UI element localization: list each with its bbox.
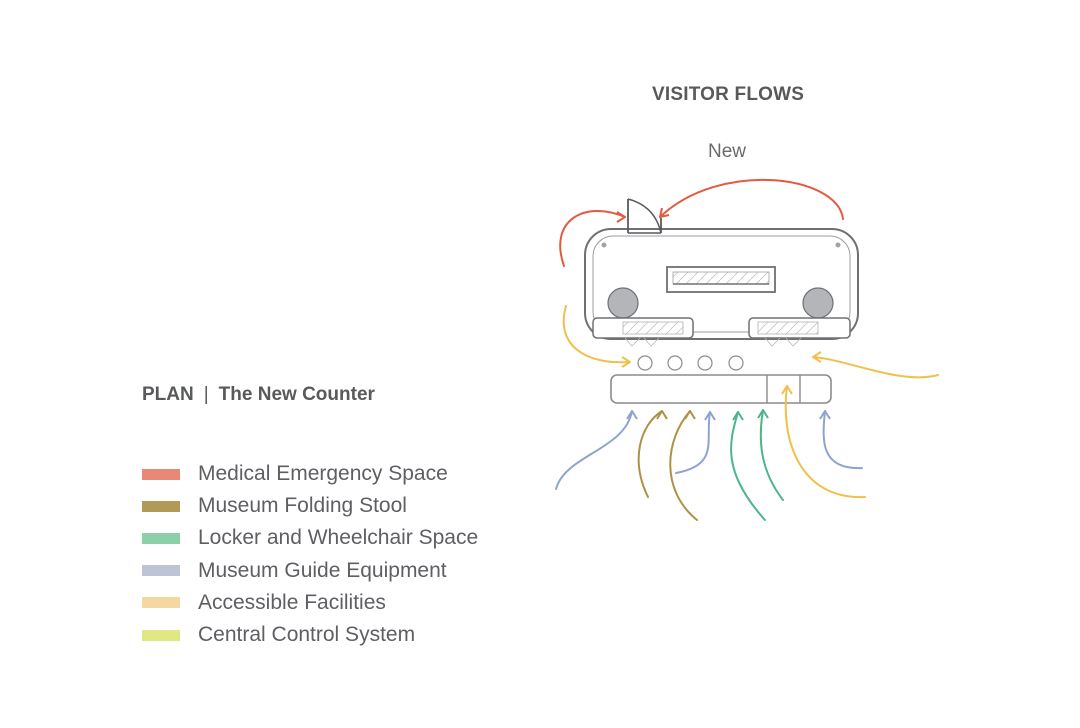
central-drawer: [666, 266, 776, 293]
legend-swatch: [142, 500, 180, 512]
arrowhead-icon: [819, 410, 831, 420]
legend-swatch: [142, 597, 180, 609]
stool-circle-icon: [637, 355, 653, 371]
visitor-flows-title: VISITOR FLOWS: [652, 84, 805, 105]
legend-item-locker-wheelchair: Locker and Wheelchair Space: [142, 522, 478, 554]
accessible-flow-arrow: [784, 385, 866, 499]
legend-label: Accessible Facilities: [198, 590, 386, 614]
front-desk: [610, 374, 832, 404]
counter-body: [584, 228, 859, 340]
plan-separator: |: [203, 384, 209, 405]
legend-label: Medical Emergency Space: [198, 462, 448, 486]
stool-flow-arrow: [637, 410, 663, 498]
flow-arrows: [555, 178, 939, 521]
arrowhead-icon: [732, 411, 744, 421]
stool-circle-icon: [667, 355, 683, 371]
folding-stool-icon: [757, 321, 819, 335]
plan-title: PLAN | The New Counter: [142, 384, 375, 406]
plan-label: PLAN: [142, 384, 194, 405]
legend-swatch: [142, 565, 180, 577]
legend-item-guide-equipment: Museum Guide Equipment: [142, 555, 478, 587]
legend-label: Central Control System: [198, 623, 416, 647]
arrowhead-icon: [684, 410, 696, 420]
arrowhead-icon: [659, 207, 670, 218]
round-post-icon: [607, 287, 639, 319]
medical-flow-arrow: [559, 210, 626, 267]
stool-flow-arrow: [669, 410, 698, 521]
locker-flow-arrow: [759, 409, 784, 501]
legend-swatch: [142, 468, 180, 480]
guide-flow-arrow: [675, 411, 711, 474]
arrowhead-icon: [656, 410, 668, 420]
guide-flow-arrow: [822, 410, 863, 470]
accessible-flow-arrow: [812, 356, 939, 379]
legend-item-accessible-facilities: Accessible Facilities: [142, 587, 478, 619]
arrowhead-icon: [704, 411, 716, 421]
bolt-icon: [601, 242, 607, 248]
legend: Medical Emergency Space Museum Folding S…: [142, 458, 478, 651]
legend-swatch: [142, 629, 180, 641]
new-subtitle: New: [708, 141, 747, 162]
legend-label: Locker and Wheelchair Space: [198, 526, 479, 550]
accessible-flow-arrow: [562, 305, 631, 364]
legend-item-central-control: Central Control System: [142, 619, 478, 651]
round-post-icon: [802, 287, 834, 319]
arrowhead-icon: [812, 351, 822, 363]
locker-flow-arrow: [730, 411, 766, 521]
door-swing-icon: [627, 198, 662, 234]
arrowhead-icon: [626, 410, 638, 420]
legend-swatch: [142, 532, 180, 544]
arrowhead-icon: [781, 385, 793, 395]
legend-item-medical-emergency: Medical Emergency Space: [142, 458, 478, 490]
bolt-icon: [835, 242, 841, 248]
arrowhead-icon: [621, 356, 631, 368]
legend-label: Museum Guide Equipment: [198, 558, 447, 582]
stool-circle-icon: [697, 355, 713, 371]
stool-circle-icon: [728, 355, 744, 371]
legend-item-folding-stool: Museum Folding Stool: [142, 490, 478, 522]
guide-flow-arrow: [555, 410, 633, 490]
legend-label: Museum Folding Stool: [198, 494, 407, 518]
arrowhead-icon: [757, 409, 769, 419]
right-shelf: [748, 317, 851, 347]
folding-stool-icon: [622, 321, 684, 335]
medical-flow-arrow: [659, 178, 844, 220]
arrowhead-icon: [616, 211, 626, 223]
left-shelf: [592, 317, 694, 347]
plan-name: The New Counter: [218, 384, 375, 405]
